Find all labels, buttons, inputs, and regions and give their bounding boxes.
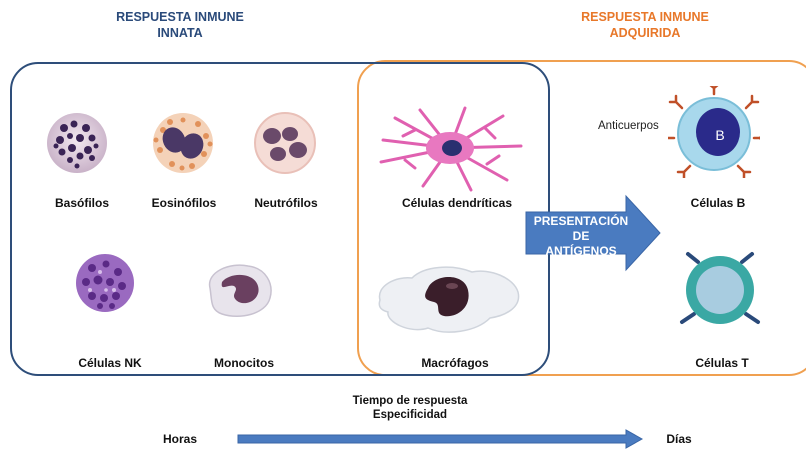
antigen-presentation-text: PRESENTACIÓN DE ANTÍGENOS bbox=[526, 214, 636, 259]
innate-header-line1: RESPUESTA INMUNE bbox=[116, 10, 244, 24]
eosinophil-label: Eosinófilos bbox=[151, 196, 217, 210]
response-time-text: Tiempo de respuesta bbox=[352, 395, 468, 407]
innate-response-header: RESPUESTA INMUNE INNATA bbox=[100, 9, 260, 41]
dendritic-cell-image bbox=[379, 106, 523, 192]
innate-header-line2: INNATA bbox=[157, 26, 203, 40]
basophil-label: Basófilos bbox=[54, 196, 109, 210]
hours-label: Horas bbox=[162, 432, 197, 446]
neutrophil-label: Neutrófilos bbox=[254, 196, 318, 210]
timeline-arrow bbox=[237, 429, 644, 449]
specificity-text: Especificidad bbox=[372, 409, 448, 421]
antigen-presentation-line1: PRESENTACIÓN DE bbox=[533, 214, 629, 243]
b-cell-letter: B bbox=[715, 127, 724, 143]
dendritic-cell-label: Células dendríticas bbox=[401, 196, 513, 210]
timeline-caption: Tiempo de respuesta Especificidad bbox=[330, 394, 490, 422]
antigen-presentation-line2: ANTÍGENOS bbox=[545, 244, 617, 258]
antigen-presentation-arrow bbox=[525, 194, 661, 272]
macrophage-label: Macrófagos bbox=[421, 356, 489, 370]
monocyte-label: Monocitos bbox=[214, 356, 274, 370]
acquired-response-header: RESPUESTA INMUNE ADQUIRIDA bbox=[560, 9, 730, 41]
acquired-header-line1: RESPUESTA INMUNE bbox=[581, 10, 709, 24]
basophil-image bbox=[47, 113, 107, 173]
nk-cell-label: Células NK bbox=[78, 356, 142, 370]
macrophage-image bbox=[378, 266, 520, 333]
acquired-response-box bbox=[357, 60, 806, 376]
t-cell-image bbox=[680, 252, 760, 324]
nk-cell-image bbox=[76, 254, 134, 312]
monocyte-image bbox=[208, 264, 272, 318]
t-cell-label: Células T bbox=[695, 356, 749, 370]
days-label: Días bbox=[666, 432, 692, 446]
acquired-header-line2: ADQUIRIDA bbox=[609, 26, 681, 40]
neutrophil-image bbox=[254, 112, 316, 174]
antibodies-label: Anticuerpos bbox=[598, 120, 659, 132]
b-cell-label: Células B bbox=[690, 196, 746, 210]
b-cell-image: B bbox=[668, 86, 760, 178]
eosinophil-image bbox=[153, 113, 213, 173]
